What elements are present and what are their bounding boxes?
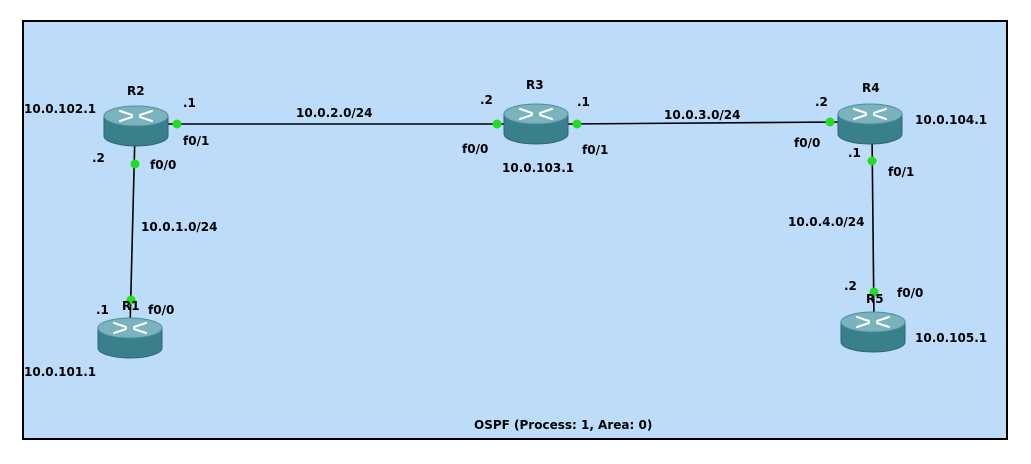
router-r2[interactable]: [103, 105, 169, 147]
host-r4-f0-0: .2: [815, 95, 828, 109]
loopback-r3: 10.0.103.1: [502, 161, 574, 175]
subnet-label-r2-r3: 10.0.2.0/24: [296, 106, 373, 120]
interface-r5-f0-0: f0/0: [897, 286, 923, 300]
port-r1-f0-0[interactable]: [126, 295, 136, 305]
router-name-r3: R3: [526, 78, 544, 92]
router-r5[interactable]: [840, 311, 906, 353]
interface-r2-f0-1: f0/1: [183, 134, 209, 148]
router-r3[interactable]: [503, 103, 569, 145]
interface-r4-f0-1: f0/1: [888, 165, 914, 179]
port-r3-f0-0[interactable]: [492, 119, 502, 129]
host-r3-f0-0: .2: [480, 93, 493, 107]
router-r4[interactable]: [837, 103, 903, 145]
host-r3-f0-1: .1: [577, 95, 590, 109]
loopback-r4: 10.0.104.1: [915, 113, 987, 127]
host-r4-f0-1: .1: [848, 146, 861, 160]
interface-r2-f0-0: f0/0: [150, 158, 176, 172]
topology-canvas: [22, 20, 1008, 440]
port-r5-f0-0[interactable]: [869, 287, 879, 297]
interface-r3-f0-0: f0/0: [462, 142, 488, 156]
router-name-r4: R4: [862, 81, 880, 95]
interface-r4-f0-0: f0/0: [794, 136, 820, 150]
host-r2-f0-0: .2: [92, 151, 105, 165]
port-r4-f0-0[interactable]: [825, 117, 835, 127]
loopback-r2: 10.0.102.1: [24, 102, 96, 116]
port-r4-f0-1[interactable]: [867, 156, 877, 166]
link-r3-r4[interactable]: [565, 121, 841, 125]
router-r1[interactable]: [97, 317, 163, 359]
loopback-r5: 10.0.105.1: [915, 331, 987, 345]
port-r2-f0-0[interactable]: [130, 159, 140, 169]
host-r5-f0-0: .2: [844, 279, 857, 293]
loopback-r1: 10.0.101.1: [24, 365, 96, 379]
subnet-label-r3-r4: 10.0.3.0/24: [664, 108, 741, 122]
subnet-label-r4-r5: 10.0.4.0/24: [788, 215, 865, 229]
router-name-r1: R1: [122, 299, 140, 313]
host-r2-f0-1: .1: [183, 96, 196, 110]
port-r2-f0-1[interactable]: [172, 119, 182, 129]
interface-r3-f0-1: f0/1: [582, 143, 608, 157]
port-r3-f0-1[interactable]: [572, 119, 582, 129]
router-name-r2: R2: [127, 84, 145, 98]
ospf-caption: OSPF (Process: 1, Area: 0): [474, 418, 652, 432]
router-name-r5: R5: [866, 292, 884, 306]
interface-r1-f0-0: f0/0: [148, 303, 174, 317]
host-r1-f0-0: .1: [96, 303, 109, 317]
subnet-label-r2-r1: 10.0.1.0/24: [141, 220, 218, 234]
